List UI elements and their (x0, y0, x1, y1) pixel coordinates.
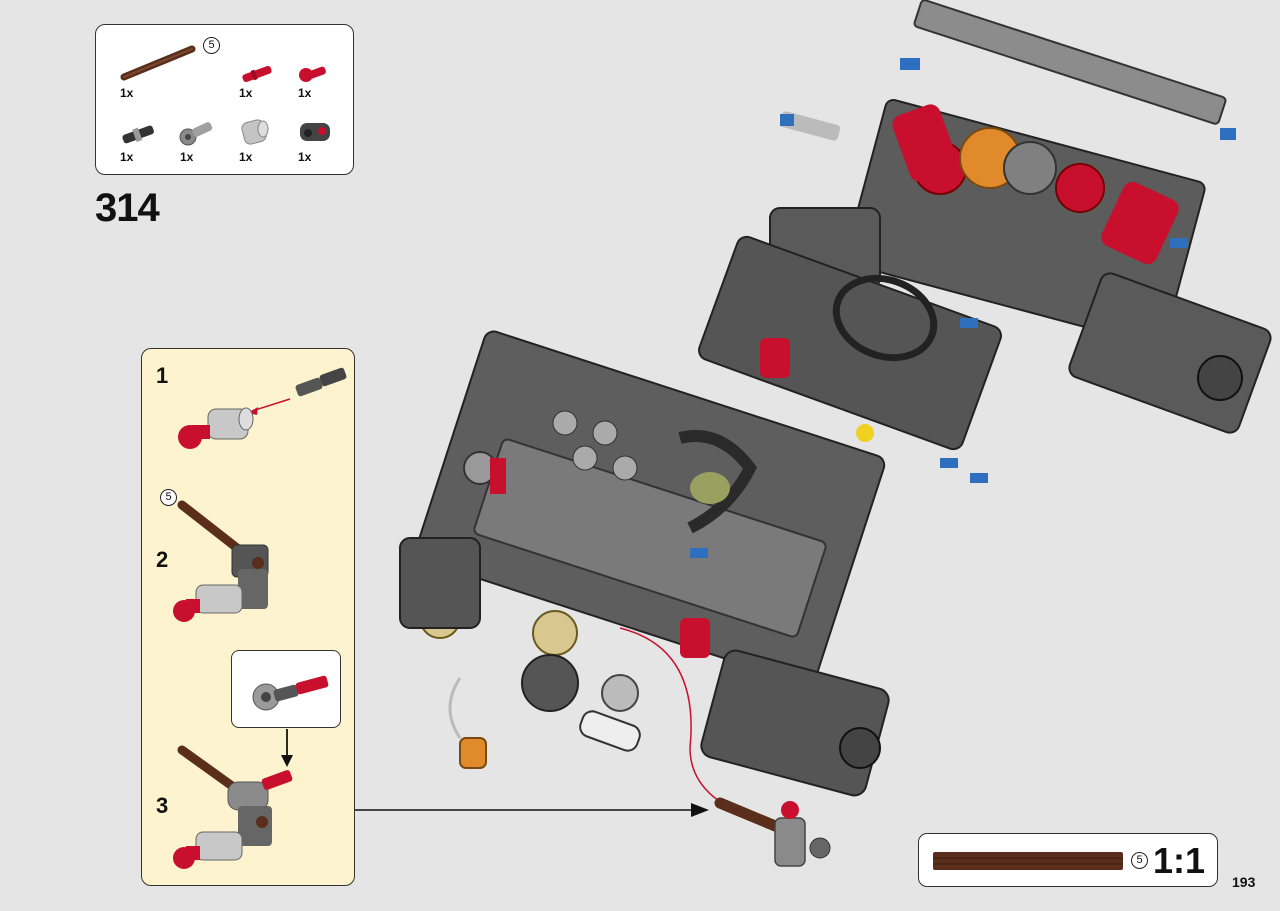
substep-1-number: 1 (156, 363, 169, 388)
qty-light-gray-bush: 1x (239, 150, 253, 164)
substeps-panel: 1 5 2 3 (141, 348, 355, 886)
substep-2-axle-length-badge: 5 (160, 489, 177, 506)
substep-3-number: 3 (156, 793, 169, 818)
axle-length-badge: 5 (203, 37, 220, 54)
substep-2-illustration (173, 500, 269, 622)
substep-callout (231, 650, 341, 728)
black-axle-pin-part (122, 125, 154, 144)
qty-black-axle-pin: 1x (120, 150, 134, 164)
gray-connector-part (179, 122, 213, 146)
step-number: 314 (95, 186, 160, 230)
callout-down-arrow (281, 729, 293, 767)
scale-length-badge: 5 (1131, 852, 1148, 869)
scale-label: 1:1 (1152, 840, 1205, 881)
chassis-model-illustration (399, 0, 1272, 867)
substep-3-illustration (173, 745, 293, 869)
assembly-pointer-arrow (355, 803, 709, 817)
light-gray-bush-part (241, 119, 269, 145)
brown-axle-part (120, 45, 196, 81)
page-number: 193 (1232, 874, 1256, 890)
qty-axle: 1x (120, 86, 134, 100)
qty-red-short-pin: 1x (298, 86, 312, 100)
callout-connector-illustration (252, 675, 329, 711)
parts-list-box: 5 1x 1x 1x 1x 1x 1x 1x (95, 24, 354, 175)
qty-red-long-pin: 1x (239, 86, 253, 100)
red-short-pin-part (299, 66, 326, 82)
scale-axle-illustration (933, 852, 1123, 870)
substep-2-number: 2 (156, 547, 169, 572)
scale-reference-box: 5 1:1 (918, 833, 1218, 887)
dark-gray-connector-part (300, 123, 330, 141)
qty-gray-connector: 1x (180, 150, 194, 164)
substep-1-illustration (178, 367, 347, 449)
red-long-pin-part (242, 65, 272, 83)
qty-dark-gray-connector: 1x (298, 150, 312, 164)
